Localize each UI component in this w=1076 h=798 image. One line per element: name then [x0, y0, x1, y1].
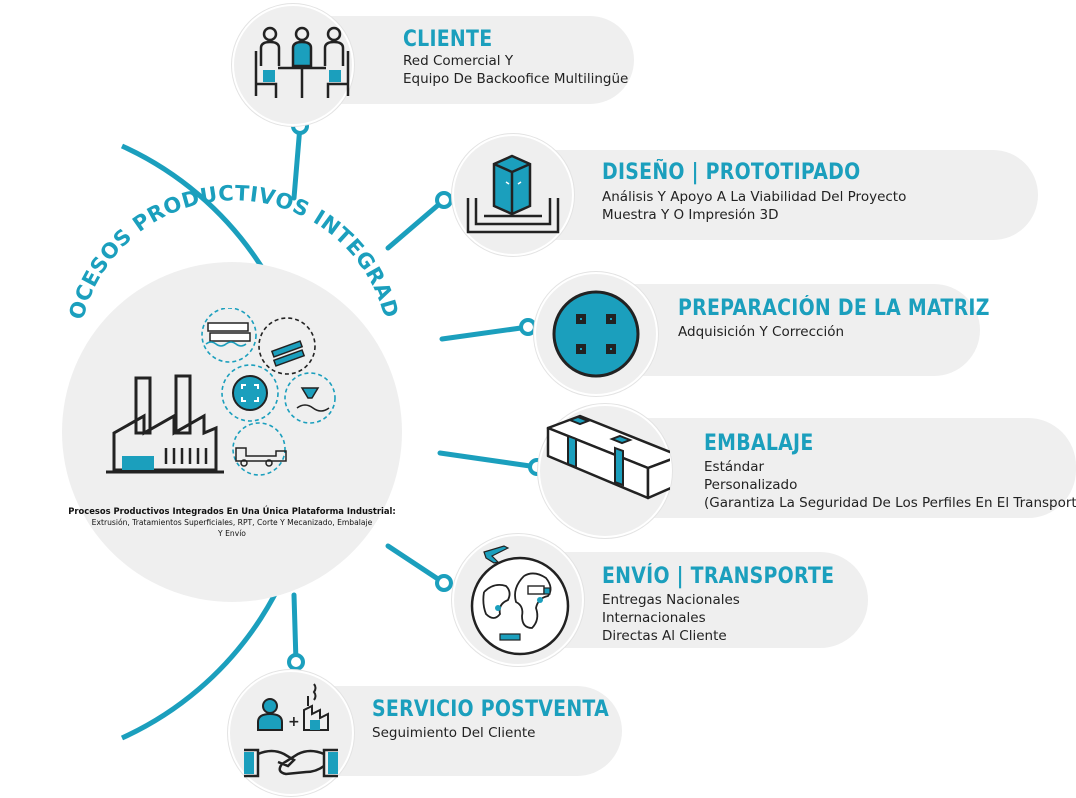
- line-cliente-2: Equipo De Backoofice Multilingüe: [403, 71, 629, 87]
- lines-diseno: Análisis Y Apoyo A La Viabilidad Del Pro…: [602, 188, 906, 224]
- title-embalaje: EMBALAJE: [704, 431, 814, 456]
- icon-circle-envio: [452, 534, 584, 666]
- title-diseno: DISEÑO | PROTOTIPADO: [602, 160, 861, 185]
- icon-circle-matriz: [534, 272, 658, 396]
- lines-embalaje: Estándar Personalizado (Garantiza La Seg…: [704, 458, 1076, 512]
- caption-line-1: Extrusión, Tratamientos Superficiales, R…: [91, 518, 373, 527]
- line-diseno-2: Muestra Y O Impresión 3D: [602, 207, 779, 223]
- 3d-prototype-blueprint-icon: [466, 154, 560, 234]
- line-diseno-1: Análisis Y Apoyo A La Viabilidad Del Pro…: [602, 189, 907, 205]
- lines-cliente: Red Comercial Y Equipo De Backoofice Mul…: [403, 52, 628, 88]
- package-box-icon: [546, 414, 682, 500]
- lines-postventa: Seguimiento Del Cliente: [372, 724, 536, 742]
- caption-line-2: Y Envío: [218, 529, 246, 538]
- globe-transport-icon: [470, 545, 570, 656]
- factory-illustration-icon: [106, 308, 336, 476]
- line-matriz-1: Adquisición Y Corrección: [678, 324, 845, 340]
- title-envio: ENVÍO | TRANSPORTE: [602, 564, 835, 589]
- lines-envio: Entregas Nacionales Internacionales Dire…: [602, 591, 740, 645]
- extrusion-die-icon: [552, 290, 640, 378]
- line-postventa-1: Seguimiento Del Cliente: [372, 725, 536, 741]
- icon-circle-diseno: [452, 134, 574, 256]
- title-postventa: SERVICIO POSTVENTA: [372, 697, 610, 722]
- meeting-people-icon: [254, 26, 350, 98]
- svg-text:+: +: [288, 714, 300, 730]
- icon-circle-embalaje: [538, 404, 682, 538]
- icon-circle-postventa: +: [228, 670, 354, 796]
- title-cliente: CLIENTE: [403, 27, 493, 52]
- line-envio-1: Entregas Nacionales: [602, 592, 740, 608]
- title-matriz: PREPARACIÓN DE LA MATRIZ: [678, 296, 990, 321]
- handshake-service-icon: +: [244, 683, 338, 778]
- caption-title: Procesos Productivos Integrados En Una Ú…: [68, 506, 396, 516]
- line-embalaje-1: Estándar: [704, 459, 765, 475]
- icon-circle-cliente: [232, 4, 354, 126]
- line-cliente-1: Red Comercial Y: [403, 53, 514, 69]
- center-caption: Procesos Productivos Integrados En Una Ú…: [62, 506, 402, 539]
- line-embalaje-3: (Garantiza La Seguridad De Los Perfiles …: [704, 495, 1076, 511]
- lines-matriz: Adquisición Y Corrección: [678, 323, 844, 341]
- line-envio-3: Directas Al Cliente: [602, 628, 727, 644]
- line-embalaje-2: Personalizado: [704, 477, 798, 493]
- line-envio-2: Internacionales: [602, 610, 706, 626]
